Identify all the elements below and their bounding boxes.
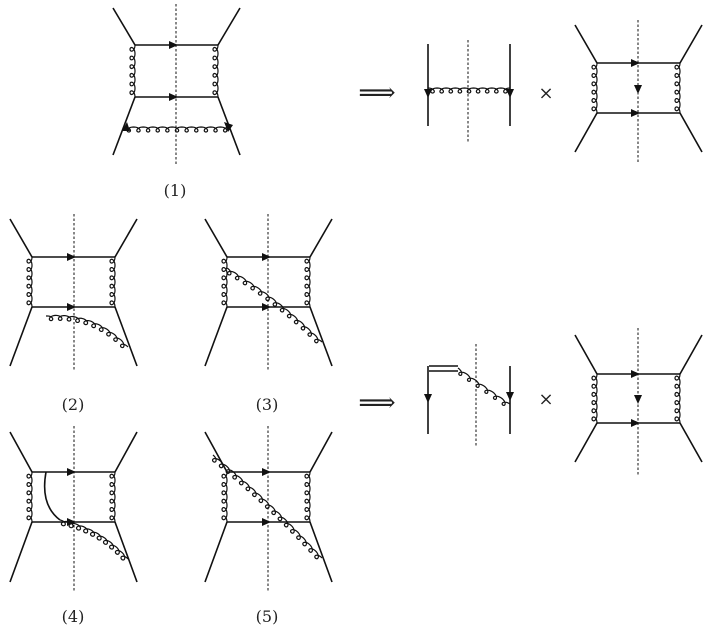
- gluon-line: [26, 256, 33, 308]
- gluon-line: [123, 126, 231, 133]
- outgoing-line: [114, 306, 138, 367]
- gluon-line: [591, 62, 598, 114]
- hard-box-top: [574, 20, 703, 162]
- gluon-line: [221, 471, 228, 523]
- gluon-line: [221, 256, 228, 308]
- gluon-line: [211, 454, 323, 560]
- gluon-line: [591, 373, 598, 424]
- incoming-line: [574, 24, 598, 64]
- arrow: [67, 303, 76, 311]
- gluon-line: [457, 367, 511, 407]
- diagram-3: (3): [204, 214, 333, 414]
- gluon-line: [674, 373, 681, 424]
- gluon-line: [226, 267, 323, 344]
- arrow: [224, 122, 233, 132]
- incoming-line: [574, 112, 598, 153]
- gluon-line: [59, 519, 129, 561]
- arrow: [67, 468, 76, 476]
- outgoing-line: [309, 218, 333, 258]
- quark-line: [43, 471, 61, 521]
- arrow: [631, 109, 640, 117]
- diagram-2: (2): [9, 214, 138, 414]
- incoming-line: [204, 218, 228, 258]
- outgoing-line: [309, 431, 333, 473]
- arrow: [262, 468, 271, 476]
- implies-arrow: ⟹: [358, 388, 395, 418]
- diagram-label-5: (5): [256, 607, 279, 626]
- arrow: [506, 392, 514, 401]
- gluon-line: [304, 471, 311, 523]
- outgoing-line: [679, 112, 703, 153]
- arrow: [67, 253, 76, 261]
- arrow: [262, 518, 271, 526]
- arrow: [122, 122, 130, 131]
- gluon-line: [129, 44, 136, 98]
- incoming-line: [204, 521, 228, 583]
- outgoing-line: [217, 7, 241, 46]
- gluon-line: [304, 256, 311, 308]
- hard-box-bottom: [574, 328, 703, 476]
- arrow: [262, 303, 271, 311]
- diagram-label-3: (3): [256, 395, 279, 414]
- outgoing-line: [679, 24, 703, 64]
- arrow: [631, 419, 640, 427]
- arrow: [262, 253, 271, 261]
- incoming-line: [112, 96, 136, 156]
- incoming-line: [9, 218, 33, 258]
- arrow: [506, 89, 514, 98]
- diagram-label-2: (2): [62, 395, 85, 414]
- diagram-4: (4): [9, 426, 138, 626]
- outgoing-line: [309, 306, 333, 367]
- gluon-line: [212, 44, 219, 98]
- gluon-line: [45, 314, 129, 349]
- incoming-line: [9, 306, 33, 367]
- outgoing-line: [679, 422, 703, 463]
- gluon-line: [427, 87, 511, 94]
- gluon-line: [109, 471, 116, 523]
- outgoing-line: [114, 431, 138, 473]
- arrow: [631, 370, 640, 378]
- arrow: [631, 59, 640, 67]
- implies-arrow: ⟹: [358, 78, 395, 108]
- outgoing-line: [114, 521, 138, 583]
- incoming-line: [574, 422, 598, 463]
- times-symbol: ×: [538, 389, 553, 410]
- gluon-line: [109, 256, 116, 308]
- arrow: [634, 85, 642, 94]
- incoming-line: [574, 334, 598, 375]
- outgoing-line: [679, 334, 703, 375]
- diagram-1: (1): [112, 4, 241, 200]
- arrow: [169, 41, 178, 49]
- arrow: [634, 395, 642, 404]
- incoming-line: [112, 7, 136, 46]
- diagram-5: (5): [204, 426, 333, 626]
- gluon-line: [674, 62, 681, 114]
- outgoing-line: [309, 521, 333, 583]
- gluon-line: [26, 471, 33, 523]
- outgoing-line: [114, 218, 138, 258]
- arrow: [169, 93, 178, 101]
- arrow: [424, 394, 432, 403]
- incoming-line: [9, 431, 33, 473]
- arrow: [424, 89, 432, 98]
- cut-vertex-top: [424, 40, 514, 142]
- cut-vertex-bottom: [424, 344, 514, 446]
- incoming-line: [9, 521, 33, 583]
- arrow: [67, 518, 76, 526]
- times-symbol: ×: [538, 83, 553, 104]
- diagram-label-4: (4): [62, 607, 85, 626]
- incoming-line: [204, 306, 228, 367]
- diagram-label-1: (1): [164, 181, 187, 200]
- incoming-line: [204, 431, 228, 473]
